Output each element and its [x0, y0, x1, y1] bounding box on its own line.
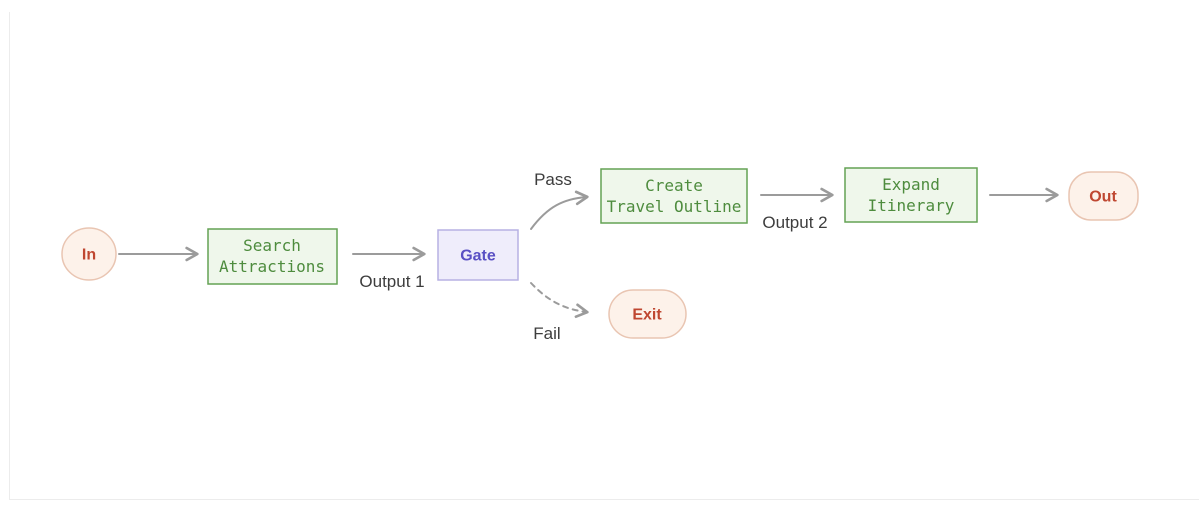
node-in-label: In — [82, 247, 96, 264]
node-search-attractions-label-line1: Search — [243, 236, 301, 255]
edge-label-fail: Fail — [533, 324, 560, 343]
node-search-attractions[interactable]: Search Attractions — [207, 228, 338, 285]
node-create-travel-outline-label-line1: Create — [645, 176, 703, 195]
edge-label-output-2: Output 2 — [762, 213, 827, 232]
node-out-label: Out — [1089, 189, 1117, 206]
node-create-travel-outline[interactable]: Create Travel Outline — [600, 168, 748, 224]
node-gate-label: Gate — [460, 248, 496, 265]
node-expand-itinerary-label-line2: Itinerary — [868, 196, 955, 215]
node-exit[interactable]: Exit — [608, 289, 687, 339]
edge-create-to-expand[interactable]: Output 2 — [760, 187, 834, 232]
edge-search-to-gate[interactable]: Output 1 — [352, 246, 426, 291]
node-out[interactable]: Out — [1068, 171, 1139, 221]
edge-gate-fail[interactable]: Fail — [530, 282, 589, 343]
node-exit-label: Exit — [632, 307, 662, 324]
node-expand-itinerary-label-line1: Expand — [882, 175, 940, 194]
node-search-attractions-label-line2: Attractions — [219, 257, 325, 276]
node-in[interactable]: In — [61, 227, 117, 281]
canvas-panel — [9, 12, 1199, 500]
edge-label-output-1: Output 1 — [359, 272, 424, 291]
node-create-travel-outline-label-line2: Travel Outline — [607, 197, 742, 216]
edge-label-pass: Pass — [534, 170, 572, 189]
edge-gate-pass[interactable]: Pass — [530, 170, 589, 230]
node-expand-itinerary[interactable]: Expand Itinerary — [844, 167, 978, 223]
node-gate[interactable]: Gate — [437, 229, 519, 281]
